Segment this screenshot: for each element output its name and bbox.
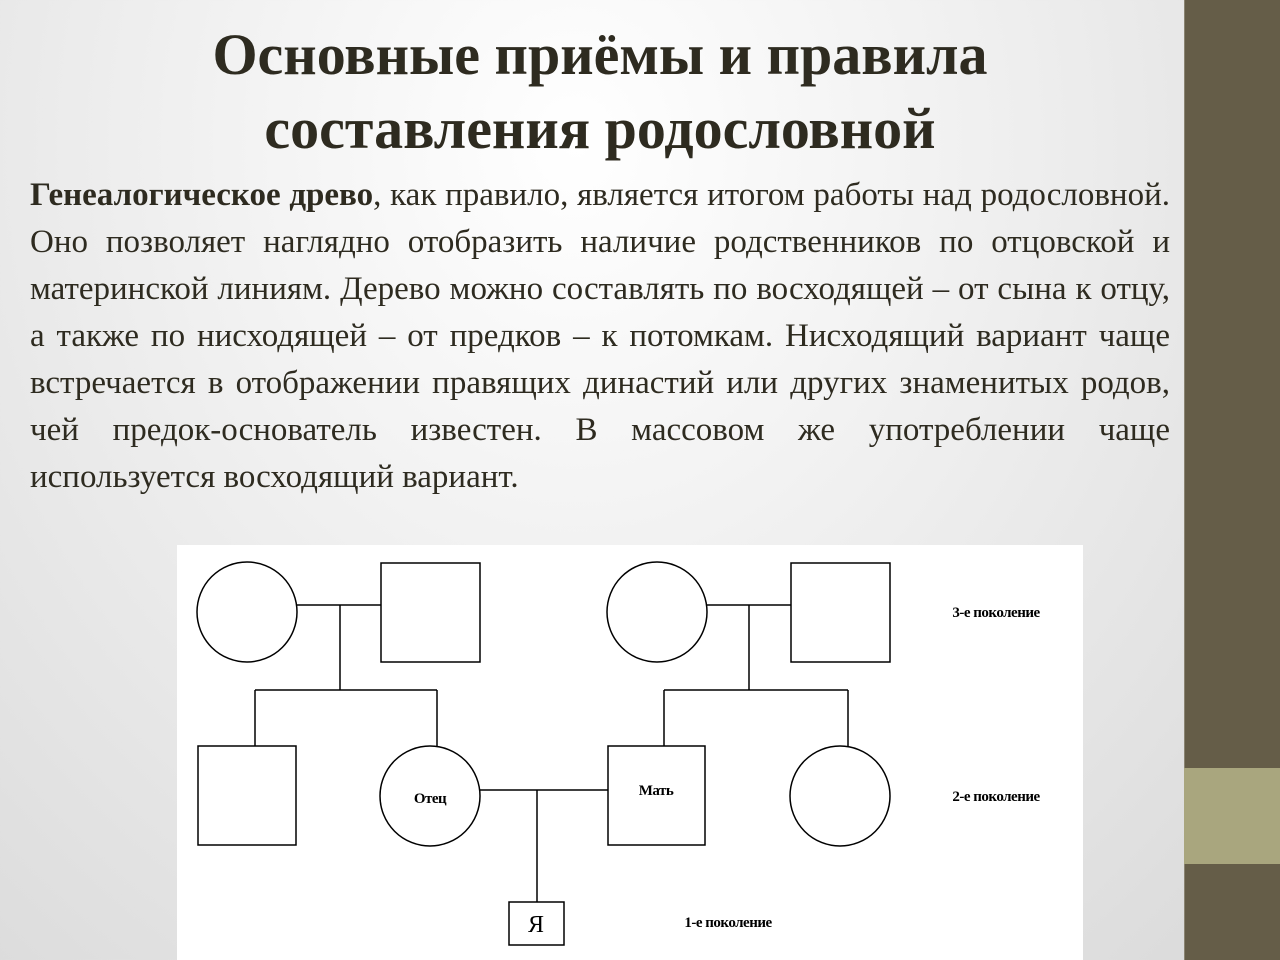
- grandfather-maternal-square: [790, 562, 891, 663]
- slide-accent-band: [1184, 768, 1280, 864]
- mother-label: Мать: [639, 783, 674, 799]
- body-text: , как правило, является итогом работы на…: [30, 177, 1171, 495]
- mother-square: [607, 745, 706, 846]
- uncle-square: [197, 745, 297, 846]
- body-paragraph: Генеалогическое древо, как правило, явля…: [30, 172, 1170, 501]
- generation-2-label: 2-е поколение: [952, 789, 1040, 805]
- father-circle: [379, 745, 481, 847]
- pedigree-diagram: Отец Мать Я 3-е поколение 2-е поколение …: [177, 545, 1083, 960]
- grandfather-paternal-square: [380, 562, 481, 663]
- generation-3-label: 3-е поколение: [952, 605, 1040, 621]
- father-label: Отец: [414, 791, 447, 807]
- title-line-1: Основные приёмы и правила: [212, 22, 988, 87]
- self-square: [508, 901, 565, 946]
- body-bold-term: Генеалогическое древо: [30, 177, 374, 213]
- self-label: Я: [528, 912, 544, 938]
- aunt-circle: [789, 745, 891, 847]
- grandmother-paternal-circle: [196, 561, 298, 663]
- slide-title: Основные приёмы и правила составления ро…: [30, 18, 1170, 166]
- generation-1-label: 1-е поколение: [684, 915, 772, 931]
- title-line-2: составления родословной: [264, 96, 936, 161]
- grandmother-maternal-circle: [606, 561, 708, 663]
